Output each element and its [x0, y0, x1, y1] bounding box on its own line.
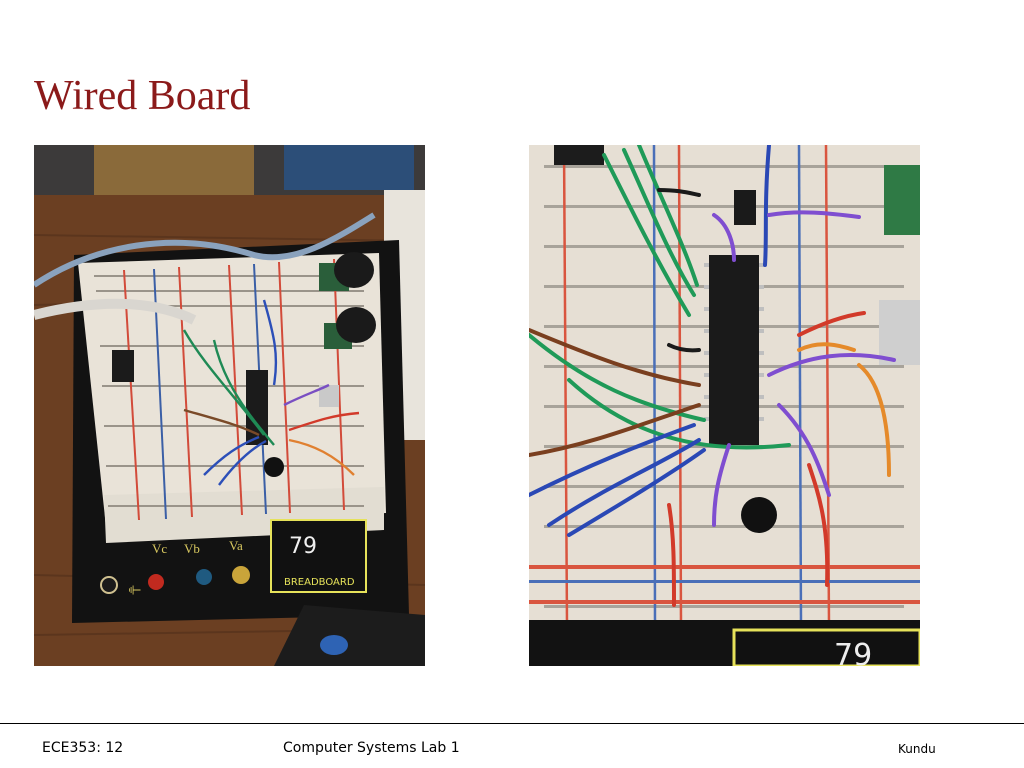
footer-divider: [0, 723, 1024, 724]
slide-title: Wired Board: [34, 73, 251, 119]
breadboard-overview-photo: ⏚ Vc Vb Va 79 BREADBOARD: [34, 145, 425, 666]
svg-text:⏚: ⏚: [125, 583, 141, 597]
footer-course-number: ECE353: 12: [42, 740, 124, 756]
terminal-label-vb: Vb: [184, 541, 200, 556]
footer-course-title: Computer Systems Lab 1: [283, 740, 460, 756]
board-number: 79: [289, 534, 317, 559]
breadboard-closeup-photo: 79: [529, 145, 920, 666]
footer-author: Kundu: [898, 742, 936, 756]
board-brand-label: BREADBOARD: [284, 577, 355, 588]
closeup-board-number: 79: [834, 638, 872, 666]
terminal-label-vc: Vc: [152, 541, 167, 556]
terminal-label-va: Va: [229, 538, 243, 553]
